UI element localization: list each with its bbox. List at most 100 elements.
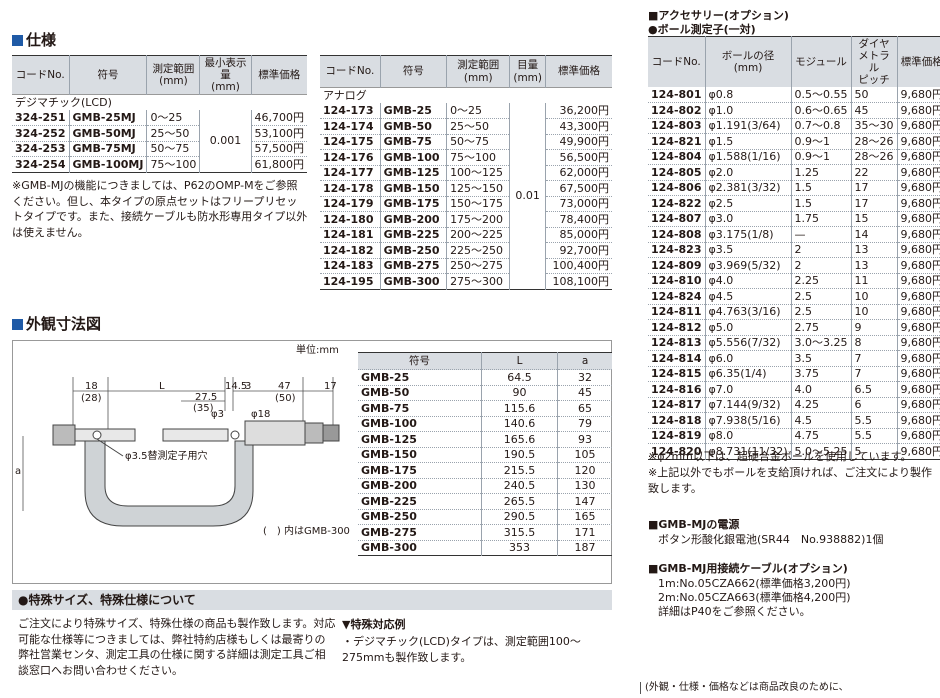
dp-cell: 7 [850, 365, 898, 382]
price-cell: 9,680円 [896, 396, 940, 413]
column-header: L [480, 352, 558, 370]
a-cell: 165 [557, 508, 612, 525]
module-cell: 1.5 [790, 195, 852, 212]
cable-line-2: 2m:No.05CZA663(標準価格4,200円) [658, 591, 851, 604]
special-body: ご注文により特殊サイズ、特殊仕様の商品も製作致します。対応可能な仕様等につきまし… [18, 617, 336, 677]
special-box: ●特殊サイズ、特殊仕様について ご注文により特殊サイズ、特殊仕様の商品も製作致し… [12, 590, 612, 688]
module-cell: 2.25 [790, 272, 852, 289]
range-cell: 125〜150 [446, 180, 510, 196]
code-cell: 124-809 [648, 257, 705, 274]
dp-cell: 10 [850, 288, 898, 305]
price-cell: 9,680円 [896, 148, 940, 165]
ball-hole-label: φ3.5替測定子用穴 [125, 451, 208, 462]
group-row: アナログ [320, 87, 612, 103]
price-cell: 9,680円 [896, 443, 940, 460]
model-cell: GMB-250 [379, 242, 447, 258]
footer-note: (外観・仕様・価格などは商品改良のために、 [640, 682, 849, 694]
model-cell: GMB-75 [358, 400, 482, 416]
dim-50: (50) [275, 393, 296, 404]
range-cell: 50〜75 [146, 140, 200, 157]
price-cell: 9,680円 [896, 195, 940, 212]
code-cell: 124-804 [648, 148, 705, 165]
price-cell: 92,700円 [544, 242, 612, 258]
a-cell: 171 [557, 524, 612, 540]
dim-phi3: φ3 [211, 409, 224, 420]
model-cell: GMB-250 [358, 508, 482, 525]
dp-cell: 5.5 [850, 427, 898, 444]
dim-a: a [15, 466, 22, 477]
ball-diameter-cell: φ3.0 [704, 210, 792, 227]
code-cell: 124-810 [648, 272, 705, 289]
code-cell: 124-819 [648, 427, 705, 444]
range-cell: 25〜50 [446, 118, 510, 134]
a-cell: 45 [557, 384, 612, 401]
model-cell: GMB-200 [358, 477, 482, 494]
a-cell: 105 [557, 446, 612, 463]
code-cell: 124-195 [320, 273, 381, 289]
model-cell: GMB-125 [379, 164, 447, 181]
ball-diameter-cell: φ5.556(7/32) [704, 334, 792, 351]
ball-diameter-cell: φ6.35(1/4) [704, 365, 792, 382]
dp-cell: 28〜26 [850, 133, 898, 150]
code-cell: 124-806 [648, 179, 705, 196]
model-cell: GMB-150 [358, 446, 482, 463]
price-cell: 9,680円 [896, 117, 940, 134]
a-cell: 79 [557, 415, 612, 432]
range-cell: 25〜50 [146, 125, 200, 142]
code-cell: 124-811 [648, 303, 705, 320]
code-cell: 124-823 [648, 241, 705, 258]
column-header: 符号 [379, 55, 447, 88]
code-cell: 124-803 [648, 117, 705, 134]
column-header: モジュール [790, 36, 852, 88]
price-cell: 9,680円 [896, 226, 940, 243]
dim-47: 47 [278, 381, 291, 392]
column-header: 標準価格 [896, 36, 940, 88]
L-cell: 240.5 [480, 477, 558, 494]
price-cell: 9,680円 [896, 350, 940, 367]
digital-note: ※GMB-MJの機能につきましては、P62のOMP-Mをご参照ください。但し、本… [12, 179, 308, 239]
code-cell: 124-817 [648, 396, 705, 413]
L-cell: 265.5 [480, 493, 558, 509]
ball-diameter-cell: φ4.0 [704, 272, 792, 289]
code-cell: 124-802 [648, 102, 705, 119]
accessory-subtitle: ●ボール測定子(一対) [648, 23, 756, 36]
module-cell: 2.5 [790, 303, 852, 320]
module-cell: 2.5 [790, 288, 852, 305]
price-cell: 9,680円 [896, 87, 940, 103]
model-cell: GMB-225 [358, 493, 482, 509]
code-cell: 124-801 [651, 88, 702, 102]
dp-cell: 11 [850, 272, 898, 289]
L-cell: 353 [480, 539, 558, 556]
module-cell: 2.75 [790, 319, 852, 336]
code-cell: 124-820 [648, 443, 705, 460]
price-cell: 67,500円 [544, 180, 612, 196]
L-cell: 90 [480, 384, 558, 401]
code-cell: 124-175 [320, 133, 381, 150]
code-cell: 124-805 [648, 164, 705, 181]
code-cell: 124-812 [648, 319, 705, 336]
column-header: 符号 [358, 352, 482, 370]
price-cell: 46,700円 [250, 110, 307, 126]
column-header: 最小表示量 (mm) [199, 55, 251, 95]
code-cell: 124-814 [648, 350, 705, 367]
dp-cell: 45 [850, 102, 898, 119]
L-cell: 140.6 [480, 415, 558, 432]
range-cell: 175〜200 [446, 211, 510, 227]
model-cell: GMB-100 [358, 415, 482, 432]
